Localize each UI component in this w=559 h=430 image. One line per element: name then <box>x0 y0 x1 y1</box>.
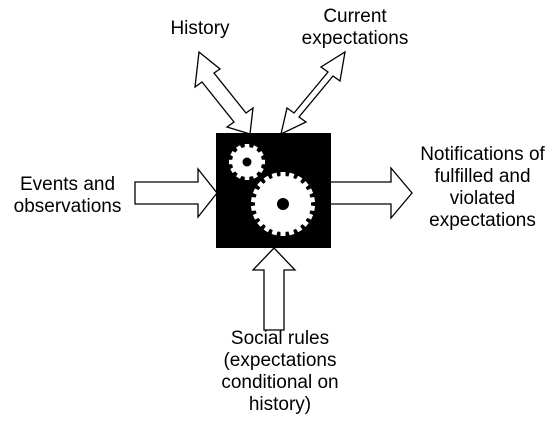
current-expectations-arrow <box>280 50 346 136</box>
notifications-arrow <box>329 166 413 220</box>
events-arrow <box>134 167 218 219</box>
history-arrow <box>194 50 254 135</box>
gear-tooth <box>280 229 286 236</box>
events-label: Events and observations <box>13 174 122 217</box>
history-label: History <box>170 18 230 39</box>
social-rules-arrow <box>251 247 297 331</box>
notifications-label: Notifications of fulfilled and violated … <box>420 144 545 231</box>
social-rules-label: Social rules (expectations conditional o… <box>221 328 339 415</box>
gears-icon <box>229 144 316 236</box>
current-expectations-label: Current expectations <box>301 6 409 49</box>
gear-tooth <box>280 172 286 179</box>
